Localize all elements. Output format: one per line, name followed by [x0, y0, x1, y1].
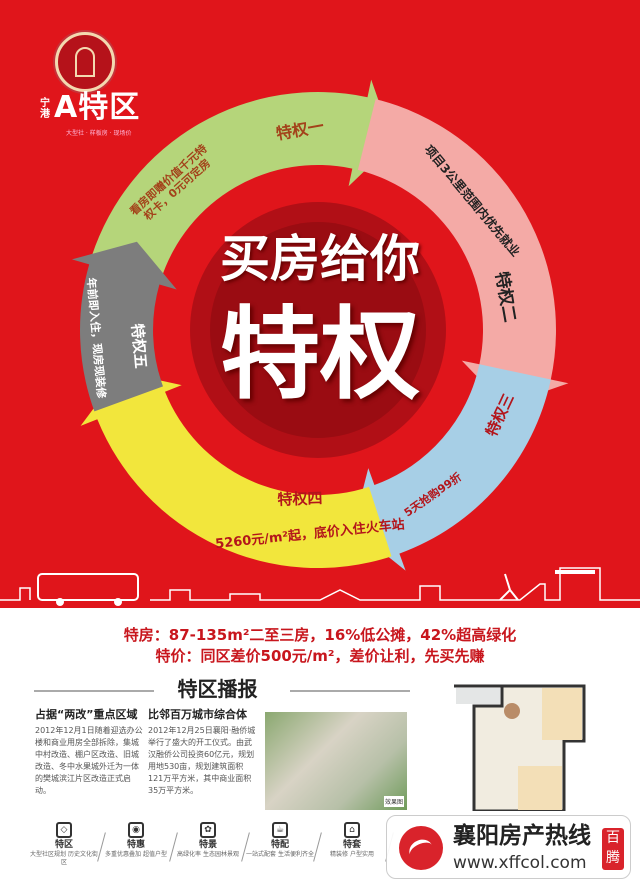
privilege-4-title: 特权四: [277, 489, 323, 509]
watermark-url: www.xffcol.com: [453, 853, 587, 873]
article-body: 2012年12月1日随着迎选办公楼和商业用房全部拆除，集城中村改造、棚户区改造、…: [35, 726, 143, 795]
privilege-4-arrow: [80, 371, 392, 569]
privilege-2-arrow: [357, 99, 569, 406]
floor-plan-image: [452, 676, 602, 811]
feature-item: ⌂特套精装修 户型实用: [316, 822, 388, 872]
city-skyline-illustration: [0, 567, 640, 606]
feature-item: ✿特景高绿化率 生态园林景观: [172, 822, 244, 872]
photo-tag: 效果图: [383, 796, 404, 807]
watermark: 襄阳房产热线 www.xffcol.com 百腾: [386, 815, 631, 879]
article-title: 占据“两改”重点区域: [35, 708, 138, 721]
site-logo-icon: [399, 826, 443, 870]
headline-line1: 买房给你: [220, 230, 420, 288]
view-icon: ✿: [200, 822, 216, 838]
watermark-title: 襄阳房产热线: [453, 823, 591, 849]
spec-line-1: 特房：87-135m²二至三房，16%低公摊，42%超高绿化: [123, 626, 517, 644]
brand-tagline: 大型社 · 样板房 · 现场价: [66, 130, 132, 137]
privilege-3-arrow: [353, 364, 551, 571]
area-icon: ◇: [56, 822, 72, 838]
feature-item: ☕特配一站式配套 生活便利齐全: [244, 822, 316, 872]
privilege-5-title: 特权五: [128, 322, 150, 370]
divider: [290, 690, 410, 692]
spec-line-2: 特价：同区差价500元/m²，差价让利，先买先赚: [155, 647, 485, 665]
development-rendering-image: 效果图: [265, 712, 407, 810]
watermark-badge: 百腾: [602, 828, 624, 870]
bus-stop-icon: [555, 570, 595, 574]
center-disc-inner: [210, 222, 426, 438]
privilege-5-arrow: [71, 241, 177, 412]
feature-row: ◇特区大型社区规划 历史文化街区 ◉特惠多重优惠叠加 超值户型 ✿特景高绿化率 …: [28, 822, 388, 872]
news-article-1: 占据“两改”重点区域 2012年12月1日随着迎选办公楼和商业用房全部拆除，集城…: [35, 708, 145, 797]
feature-item: ◉特惠多重优惠叠加 超值户型: [100, 822, 172, 872]
privilege-1-arrow: [91, 79, 394, 279]
headline-line2: 特权: [220, 296, 420, 413]
feature-item: ◇特区大型社区规划 历史文化街区: [28, 822, 100, 872]
brand-logo: [55, 32, 115, 92]
article-title: 比邻百万城市综合体: [148, 708, 247, 721]
news-heading: 特区播报: [177, 677, 258, 701]
house-icon: ⌂: [344, 822, 360, 838]
walking-person-icon: [499, 573, 519, 601]
bus-icon: [37, 573, 139, 601]
divider: [34, 690, 154, 692]
article-body: 2012年12月25日襄阳·融侨城举行了盛大的开工仪式。由武汉融侨公司投资60亿…: [148, 726, 256, 795]
discount-icon: ◉: [128, 822, 144, 838]
amenity-icon: ☕: [272, 822, 288, 838]
news-article-2: 比邻百万城市综合体 2012年12月25日襄阳·融侨城举行了盛大的开工仪式。由武…: [148, 708, 258, 797]
privilege-cycle: [71, 79, 569, 571]
